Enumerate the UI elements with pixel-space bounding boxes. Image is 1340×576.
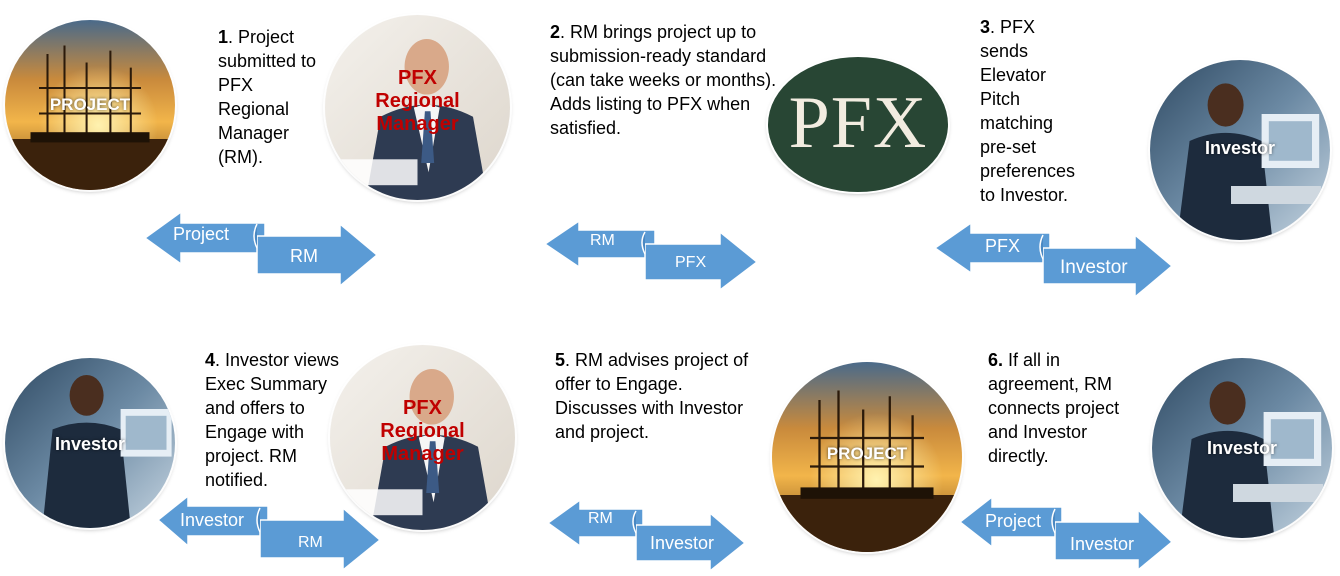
step-5-description: . RM advises project of offer to Engage.…: [555, 350, 749, 442]
flow-arrow-4: Investor RM: [158, 492, 383, 572]
step-6-number: 6.: [988, 350, 1004, 370]
step-2-number: 2: [550, 22, 561, 42]
step-4-text: 4. Investor views Exec Summary and offer…: [205, 348, 355, 492]
flow-arrow-5: RM Investor: [548, 497, 748, 572]
investor-image: [1150, 60, 1330, 240]
investor-image: [1152, 358, 1332, 538]
double-arrow-icon: [960, 495, 1174, 572]
rm-node: PFX Regional Manager: [330, 345, 515, 530]
rm-label-line-2: Regional: [375, 90, 460, 112]
rm-label-line-3: Manager: [381, 443, 464, 465]
step-1-number: 1: [218, 27, 229, 47]
investor-node: Investor: [1150, 60, 1330, 240]
pfx-logo: PFX: [768, 57, 948, 192]
step-3-description: . PFX sends Elevator Pitch matching pre-…: [980, 17, 1076, 205]
rm-label-line-3: Manager: [376, 113, 459, 135]
step-6-text: 6. If all in agreement, RM connects proj…: [988, 348, 1148, 468]
step-3-text: 3. PFX sends Elevator Pitch matching pre…: [980, 15, 1080, 207]
project-label: PROJECT: [826, 444, 908, 463]
flow-arrow-2-to: PFX: [675, 254, 707, 271]
flow-arrow-3-to: Investor: [1060, 257, 1128, 278]
investor-image: [5, 358, 175, 528]
flow-arrow-3-from: PFX: [985, 236, 1021, 256]
flow-arrow-5-to: Investor: [650, 533, 715, 553]
step-5-number: 5: [555, 350, 566, 370]
step-4-number: 4: [205, 350, 216, 370]
flow-arrow-6: Project Investor: [960, 492, 1175, 572]
step-3-number: 3: [980, 17, 991, 37]
manager-image: [330, 345, 515, 530]
rm-label: PFX Regional Manager: [325, 67, 510, 136]
rm-label-line-1: PFX: [403, 397, 442, 419]
project-label: PROJECT: [49, 95, 131, 114]
rm-label: PFX Regional Manager: [330, 397, 515, 466]
flow-arrow-6-from: Project: [985, 511, 1042, 531]
step-1-text: 1. Project submitted to PFX Regional Man…: [218, 25, 328, 169]
flow-arrow-5-from: RM: [588, 510, 613, 527]
step-2-text: 2. RM brings project up to submission-re…: [550, 20, 785, 140]
flow-arrow-4-from: Investor: [180, 510, 245, 530]
step-2-description: . RM brings project up to submission-rea…: [550, 22, 777, 138]
project-node: PROJECT: [5, 20, 175, 190]
flow-arrow-1-to: RM: [290, 246, 318, 266]
flow-arrow-6-to: Investor: [1070, 534, 1135, 554]
step-4-description: . Investor views Exec Summary and offers…: [205, 350, 340, 490]
double-arrow-icon: [548, 498, 747, 572]
flow-arrow-2: RM PFX: [545, 218, 760, 293]
flow-arrow-1-from: Project: [173, 224, 230, 244]
investor-label: Investor: [54, 434, 126, 454]
investor-node: Investor: [1152, 358, 1332, 538]
pfx-logo-text: PFX: [788, 82, 928, 164]
double-arrow-icon: [935, 221, 1174, 299]
investor-label: Investor: [1204, 138, 1276, 158]
step-5-text: 5. RM advises project of offer to Engage…: [555, 348, 755, 444]
flow-arrow-4-to: RM: [298, 534, 323, 551]
manager-image: [325, 15, 510, 200]
double-arrow-icon: [158, 494, 382, 572]
investor-label: Investor: [1206, 438, 1278, 458]
construction-image: [772, 362, 962, 552]
project-node: PROJECT: [772, 362, 962, 552]
rm-label-line-2: Regional: [380, 420, 465, 442]
flow-arrow-2-from: RM: [590, 232, 615, 249]
double-arrow-icon: [545, 219, 759, 292]
rm-label-line-1: PFX: [398, 67, 437, 89]
investor-node: Investor: [5, 358, 175, 528]
step-1-description: . Project submitted to PFX Regional Mana…: [218, 27, 317, 167]
construction-image: [5, 20, 175, 190]
flow-arrow-3: PFX Investor: [935, 220, 1175, 300]
step-6-description: If all in agreement, RM connects project…: [988, 350, 1120, 466]
rm-node: PFX Regional Manager: [325, 15, 510, 200]
flow-arrow-1: Project RM: [145, 208, 380, 293]
double-arrow-icon: [145, 210, 379, 288]
